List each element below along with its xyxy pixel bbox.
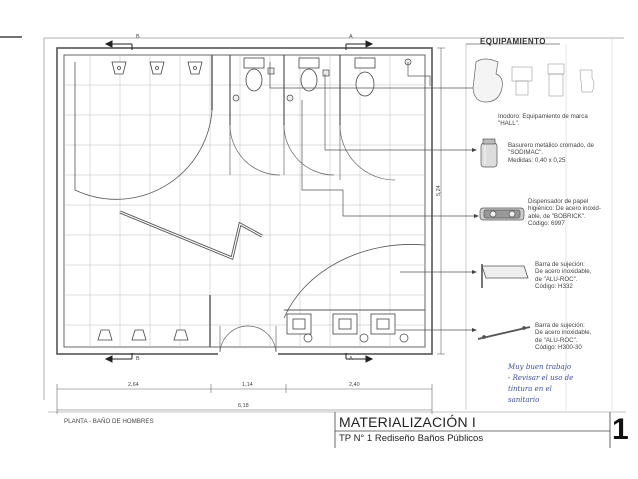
title-block-title: MATERIALIZACIÓN I <box>339 414 476 430</box>
plan-caption: PLANTA - BAÑO DE HOMBRES <box>64 418 154 425</box>
leader-lines <box>269 62 476 331</box>
floor-plan <box>56 40 433 363</box>
dimension-label: 2,40 <box>349 382 360 388</box>
toilets <box>243 57 376 97</box>
urinal-row-top <box>111 61 203 75</box>
grab-bar-icon <box>481 264 529 288</box>
entrance-door <box>219 325 277 355</box>
equipment-header: EQUIPAMIENTO <box>480 37 546 46</box>
title-block <box>334 412 611 448</box>
straight-grab-bar-icon <box>477 326 531 340</box>
trash-bin-icon <box>480 138 498 168</box>
sheet-number: 1 <box>612 413 629 446</box>
dimension-label-total: 6,18 <box>238 403 249 409</box>
handwritten-note: Muy buen trabajo - Revisar el uso de tin… <box>508 363 574 404</box>
equipment-label-barra1: Barra de sujeción: De acero inoxidable, … <box>535 261 592 291</box>
paper-dispenser-icon <box>479 207 525 221</box>
equipment-label-barra2: Barra de sujeción: De acero inoxidable, … <box>535 322 592 352</box>
equipment-label-inodoro: Inodoro: Equipamiento de marca "HALL". <box>498 113 588 128</box>
dimension-label: 2,64 <box>128 382 139 388</box>
dimension-label-side: 5,24 <box>436 185 442 196</box>
section-label-a-top: A <box>349 34 353 40</box>
dimension-lines <box>56 47 445 414</box>
section-label-b-top: B <box>136 34 140 40</box>
toilet-product-icon <box>472 58 503 103</box>
section-label-a-bottom: A <box>349 356 353 362</box>
equipment-label-basurero: Basurero metálico cromado, de "SODIMAC".… <box>508 142 594 164</box>
equipment-label-dispensador: Dispensador de papel higiénico: De acero… <box>528 198 601 228</box>
section-label-b-bottom: B <box>136 356 140 362</box>
sinks <box>286 313 396 335</box>
dimension-label: 1,14 <box>242 382 253 388</box>
title-block-subtitle: TP N° 1 Rediseño Baños Públicos <box>339 433 484 444</box>
toilet-elevations-icon <box>511 63 595 97</box>
